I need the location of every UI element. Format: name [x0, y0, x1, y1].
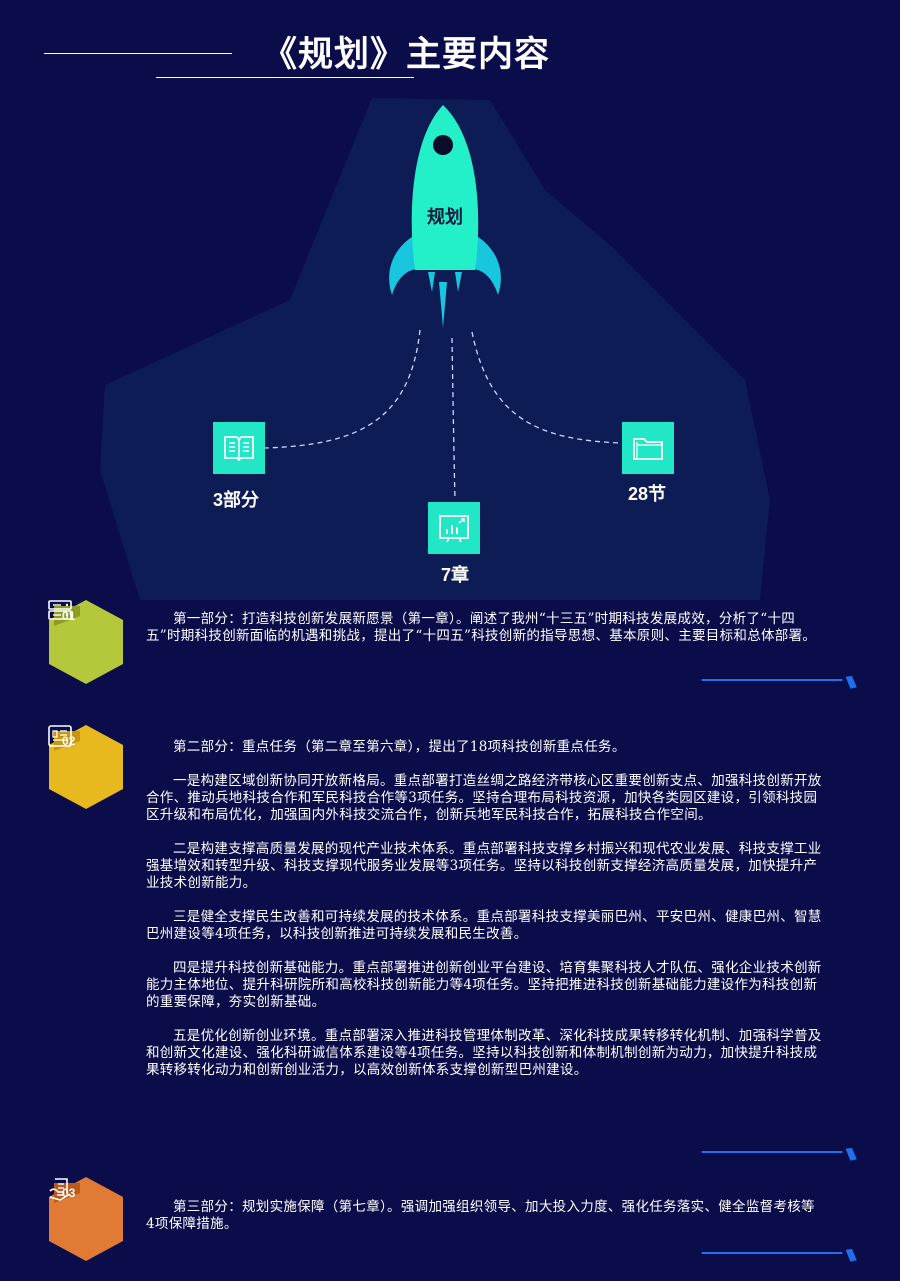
hand-scroll-icon: [49, 1178, 71, 1201]
node-chapters-box: [428, 502, 480, 554]
node-chapters-label: 7章: [440, 565, 469, 585]
section-01-badge: 01: [46, 598, 126, 686]
section-02-paragraph: 三是健全支撑民生改善和可持续发展的技术体系。重点部署科技支撑美丽巴州、平安巴州、…: [146, 909, 822, 942]
section-02-paragraph: 一是构建区域创新协同开放新格局。重点部署打造丝绸之路经济带核心区重要创新支点、加…: [146, 773, 822, 823]
folder-icon: [633, 438, 663, 460]
section-02-number: 02: [62, 734, 76, 748]
page-title: 《规划》主要内容: [262, 35, 551, 75]
node-parts-box: [213, 422, 265, 474]
dashed-connectors: [264, 329, 623, 501]
title-decor-line-bottom: [156, 77, 414, 78]
rocket-label: 规划: [427, 207, 463, 228]
chart-board-icon: [439, 515, 469, 543]
section-01-paragraph: 第一部分：打造科技创新发展新愿景（第一章）。阐述了我州“十三五”时期科技发展成效…: [146, 611, 817, 644]
background-glow-shape: [100, 98, 770, 600]
section-02-divider: [701, 1148, 857, 1161]
node-sections-label: 28节: [627, 484, 667, 504]
section-02-paragraph: 五是优化创新创业环境。重点部署深入推进科技管理体制改革、深化科技成果转移转化机制…: [146, 1028, 822, 1078]
section-01-divider: [701, 676, 857, 689]
book-icon: [224, 436, 254, 462]
document-icon: [48, 725, 72, 747]
section-02-paragraph: 第二部分：重点任务（第二章至第六章），提出了18项科技创新重点任务。: [173, 739, 626, 755]
section-01-text: 第一部分：打造科技创新发展新愿景（第一章）。阐述了我州“十三五”时期科技发展成效…: [146, 611, 822, 662]
rocket-icon: [389, 105, 501, 328]
server-icon: [48, 600, 72, 620]
section-02-text: 第二部分：重点任务（第二章至第六章），提出了18项科技创新重点任务。 一是构建区…: [146, 739, 822, 1096]
section-02-paragraph: 四是提升科技创新基础能力。重点部署推进创新创业平台建设、培育集聚科技人才队伍、强…: [146, 960, 822, 1010]
node-sections-box: [622, 422, 674, 474]
node-parts-label: 3部分: [212, 490, 259, 510]
section-03-text: 第三部分：规划实施保障（第七章）。强调加强组织领导、加大投入力度、强化任务落实、…: [146, 1199, 822, 1250]
section-02-paragraph: 二是构建支撑高质量发展的现代产业技术体系。重点部署科技支撑乡村振兴和现代农业发展…: [146, 841, 822, 891]
section-03-divider: [701, 1249, 857, 1262]
title-decor-line-top: [44, 53, 232, 54]
section-03-paragraph: 第三部分：规划实施保障（第七章）。强调加强组织领导、加大投入力度、强化任务落实、…: [146, 1199, 815, 1232]
section-02-badge: 02: [46, 723, 126, 811]
section-03-badge: 03: [46, 1175, 126, 1263]
